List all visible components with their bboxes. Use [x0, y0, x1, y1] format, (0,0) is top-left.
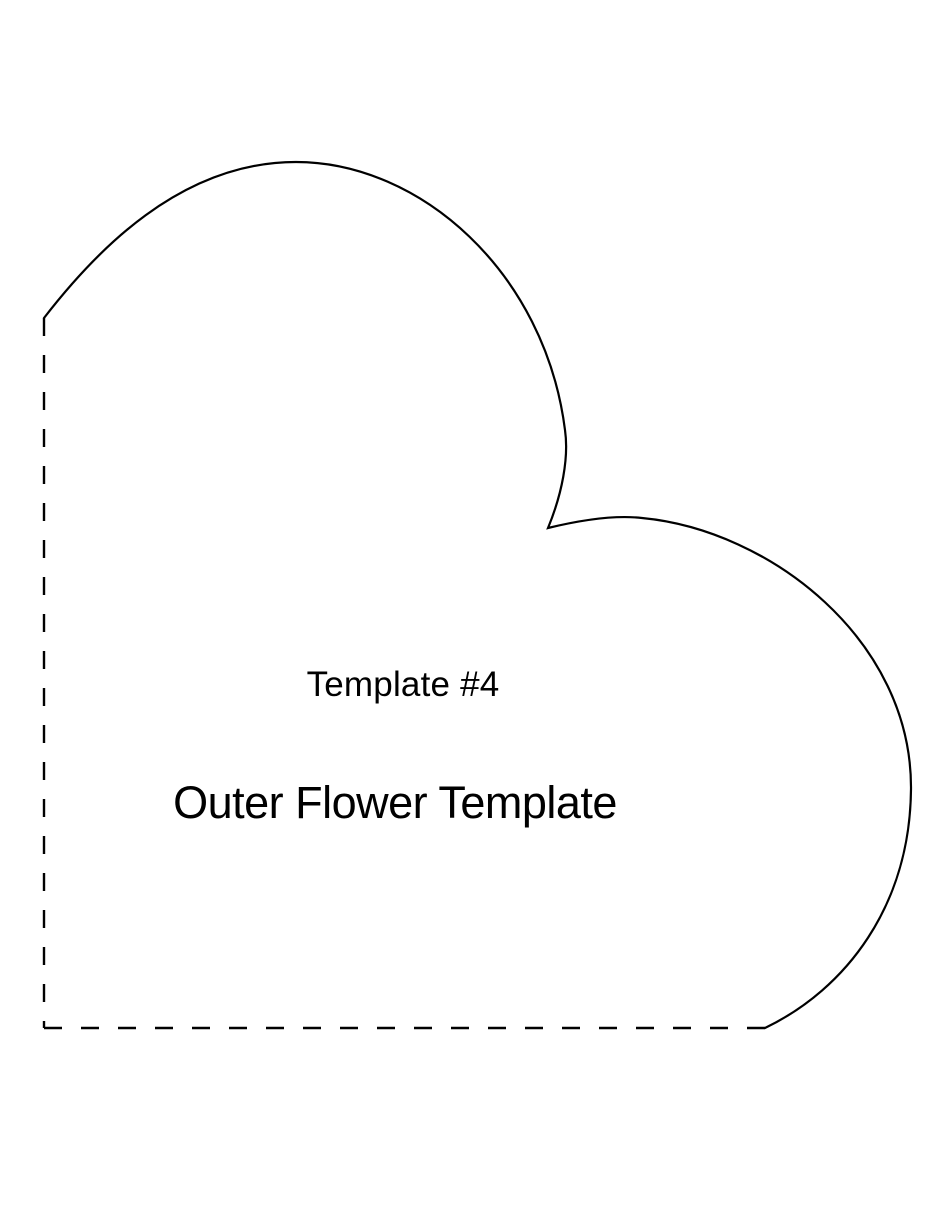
petal-cut-outline-path	[42, 160, 913, 1030]
template-title-label: Outer Flower Template	[173, 777, 617, 828]
template-number-label: Template #4	[306, 665, 500, 704]
